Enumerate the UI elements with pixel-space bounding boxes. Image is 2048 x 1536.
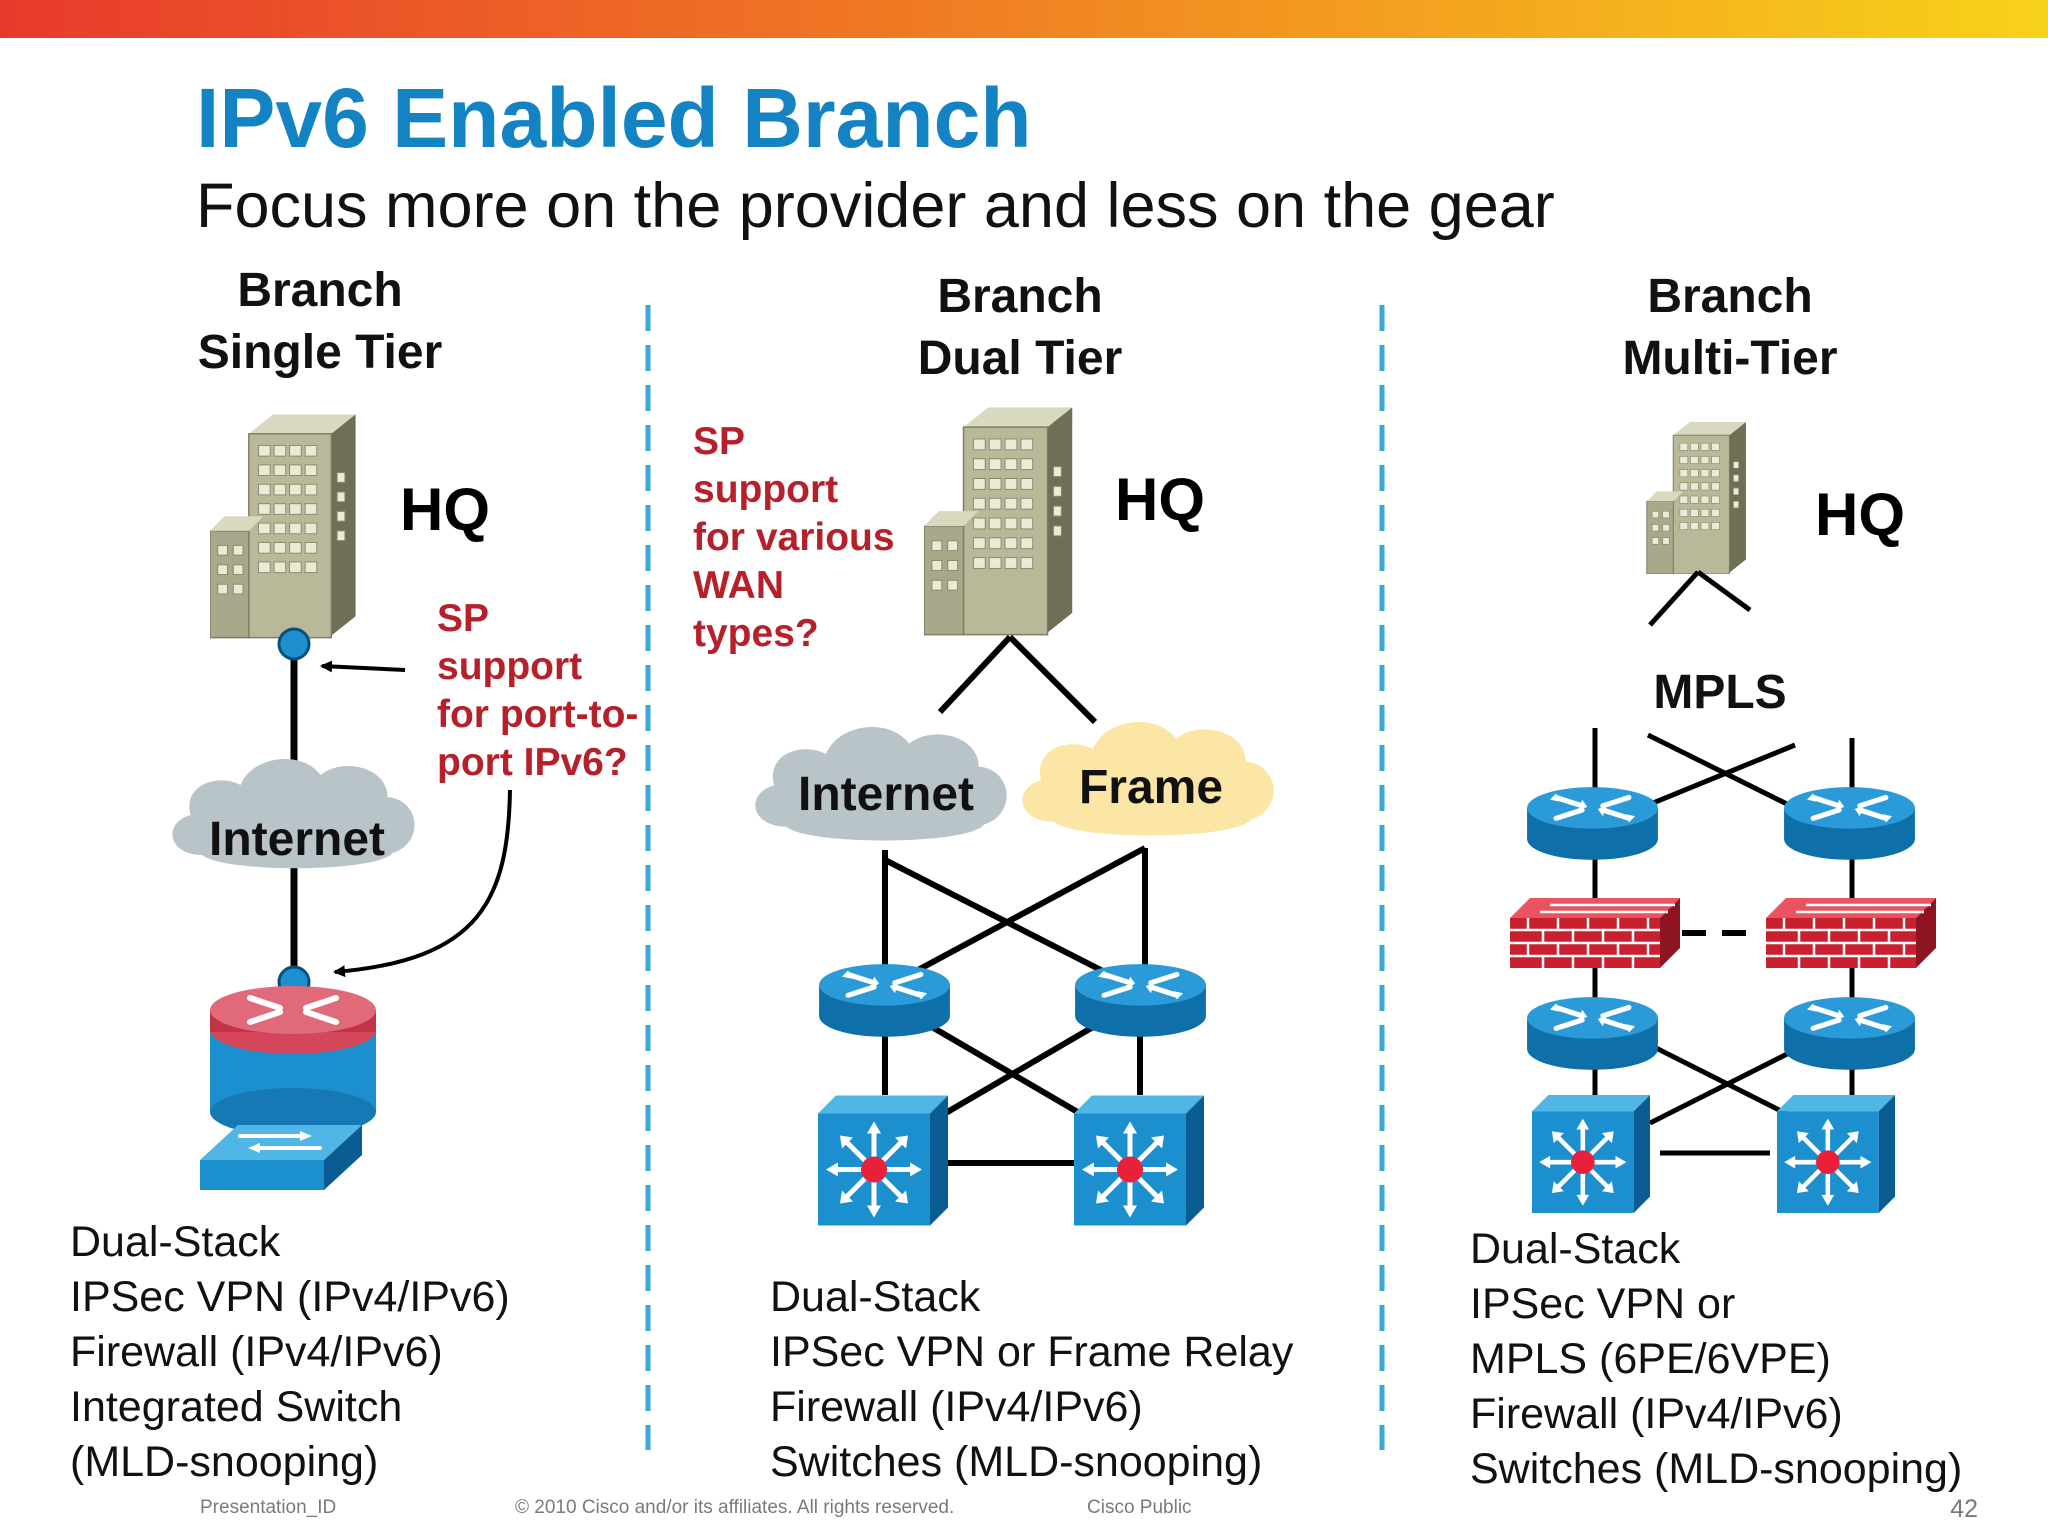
question-line: SP [693,420,746,463]
router-icon [1784,787,1915,860]
multi-tier-diagram: MPLS [1510,422,1936,1213]
dual-tier-diagram: Internet Frame [755,406,1274,1226]
workgroup-switch-icon [200,1125,362,1190]
arrow-to-upper-interface [320,660,406,673]
slide-title: IPv6 Enabled Branch [196,71,1032,165]
feature-item: Firewall (IPv4/IPv6) [1470,1390,1843,1438]
feature-item: Switches (MLD-snooping) [770,1438,1263,1486]
heading-line-2: Multi-Tier [1622,332,1838,385]
multilayer-switch-icon [1777,1095,1895,1213]
building-icon [210,413,357,639]
cloud-label-internet: Internet [798,768,974,821]
multilayer-switch-icon [1074,1096,1204,1226]
column-heading-single-tier: Branch Single Tier [170,260,470,384]
heading-line-1: Branch [237,264,403,317]
slide-subtitle: Focus more on the provider and less on t… [196,171,1555,241]
feature-item: Dual-Stack [70,1218,281,1266]
heading-line-1: Branch [937,270,1103,323]
question-line: WAN [693,564,784,607]
network-label-mpls: MPLS [1653,666,1786,719]
feature-item: IPSec VPN or [1470,1280,1736,1328]
feature-list-single-tier: Dual-Stack IPSec VPN (IPv4/IPv6) Firewal… [70,1215,510,1490]
feature-item: IPSec VPN or Frame Relay [770,1328,1294,1376]
firewall-icon [1766,898,1936,968]
sp-question-single-tier: SP support for port-to- port IPv6? [437,595,638,787]
cloud-label-frame: Frame [1079,761,1223,814]
question-line: for various [693,516,895,559]
feature-item: IPSec VPN (IPv4/IPv6) [70,1273,510,1321]
building-icon [924,406,1073,636]
heading-line-2: Dual Tier [917,332,1123,385]
question-line: types? [693,612,819,655]
feature-item: Firewall (IPv4/IPv6) [70,1328,443,1376]
integrated-router-icon [210,986,376,1136]
hq-label-dual-tier: HQ [1115,466,1205,533]
feature-item: Dual-Stack [1470,1225,1681,1273]
feature-item: (MLD-snooping) [70,1438,379,1486]
heading-line-1: Branch [1647,270,1813,323]
heading-line-2: Single Tier [197,326,443,379]
feature-item: Dual-Stack [770,1273,981,1321]
firewall-icon [1510,898,1680,968]
hq-label-single-tier: HQ [400,476,490,543]
column-heading-dual-tier: Branch Dual Tier [870,266,1170,390]
router-icon [1527,997,1658,1070]
feature-item: Firewall (IPv4/IPv6) [770,1383,1143,1431]
feature-item: MPLS (6PE/6VPE) [1470,1335,1831,1383]
feature-list-multi-tier: Dual-Stack IPSec VPN or MPLS (6PE/6VPE) … [1470,1222,1962,1497]
question-line: port IPv6? [437,741,628,784]
feature-item: Switches (MLD-snooping) [1470,1445,1963,1493]
feature-item: Integrated Switch [70,1383,403,1431]
top-gradient-bar [0,0,2048,38]
feature-list-dual-tier: Dual-Stack IPSec VPN or Frame Relay Fire… [770,1270,1293,1490]
building-icon [1645,422,1747,574]
router-icon [819,964,950,1037]
multilayer-switch-icon [818,1096,948,1226]
router-icon [1075,964,1206,1037]
hq-label-multi-tier: HQ [1815,481,1905,548]
single-tier-diagram: Internet [172,413,512,1190]
question-line: support [693,468,839,511]
question-line: SP [437,597,490,640]
arrow-to-lower-interface [333,789,512,978]
footer-classification: Cisco Public [1087,1497,1192,1518]
column-heading-multi-tier: Branch Multi-Tier [1580,266,1880,390]
sp-question-dual-tier: SP support for various WAN types? [693,418,895,658]
footer-copyright: © 2010 Cisco and/or its affiliates. All … [515,1497,955,1518]
question-line: for port-to- [437,693,639,736]
question-line: support [437,645,583,688]
footer-presentation-id: Presentation_ID [200,1497,337,1518]
interface-dot-upper [277,627,311,661]
cloud-label-internet: Internet [209,813,385,866]
multilayer-switch-icon [1532,1095,1650,1213]
router-icon [1527,787,1658,860]
router-icon [1784,997,1915,1070]
page-number: 42 [1950,1495,1978,1523]
